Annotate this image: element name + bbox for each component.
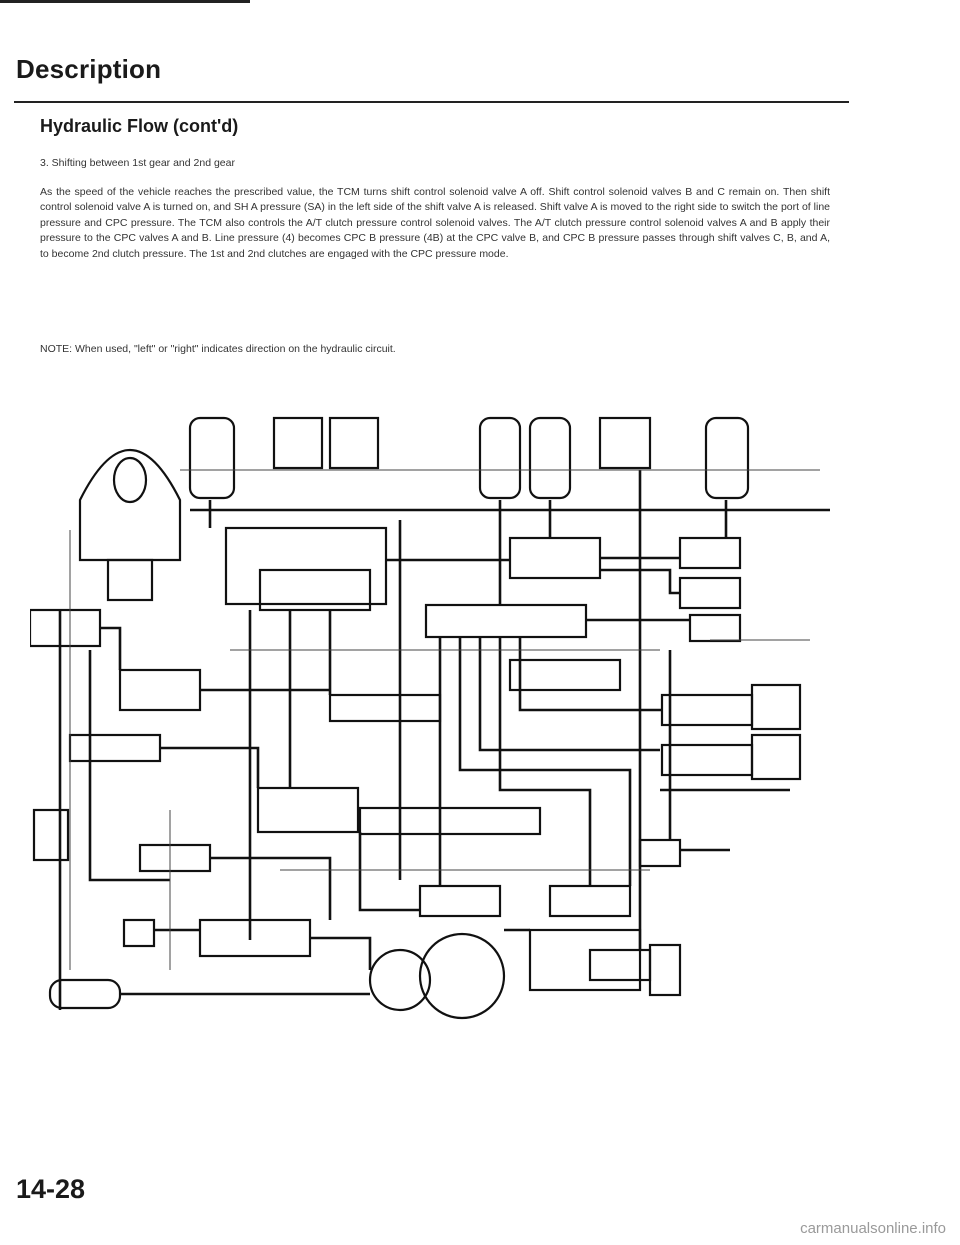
hydraulic-circuit-drawing (28, 416, 830, 1020)
top-edge-line (0, 0, 250, 3)
watermark: carmanualsonline.info (800, 1220, 946, 1237)
step-heading: 3. Shifting between 1st gear and 2nd gea… (40, 157, 235, 169)
section-title: Description (16, 54, 162, 84)
hydraulic-circuit-diagram (28, 410, 840, 1020)
header-rule (14, 101, 849, 103)
page-number: 14-28 (16, 1174, 86, 1204)
subsection-title: Hydraulic Flow (cont'd) (40, 116, 239, 136)
direction-note: NOTE: When used, "left" or "right" indic… (40, 343, 396, 355)
description-paragraph: As the speed of the vehicle reaches the … (40, 186, 830, 260)
